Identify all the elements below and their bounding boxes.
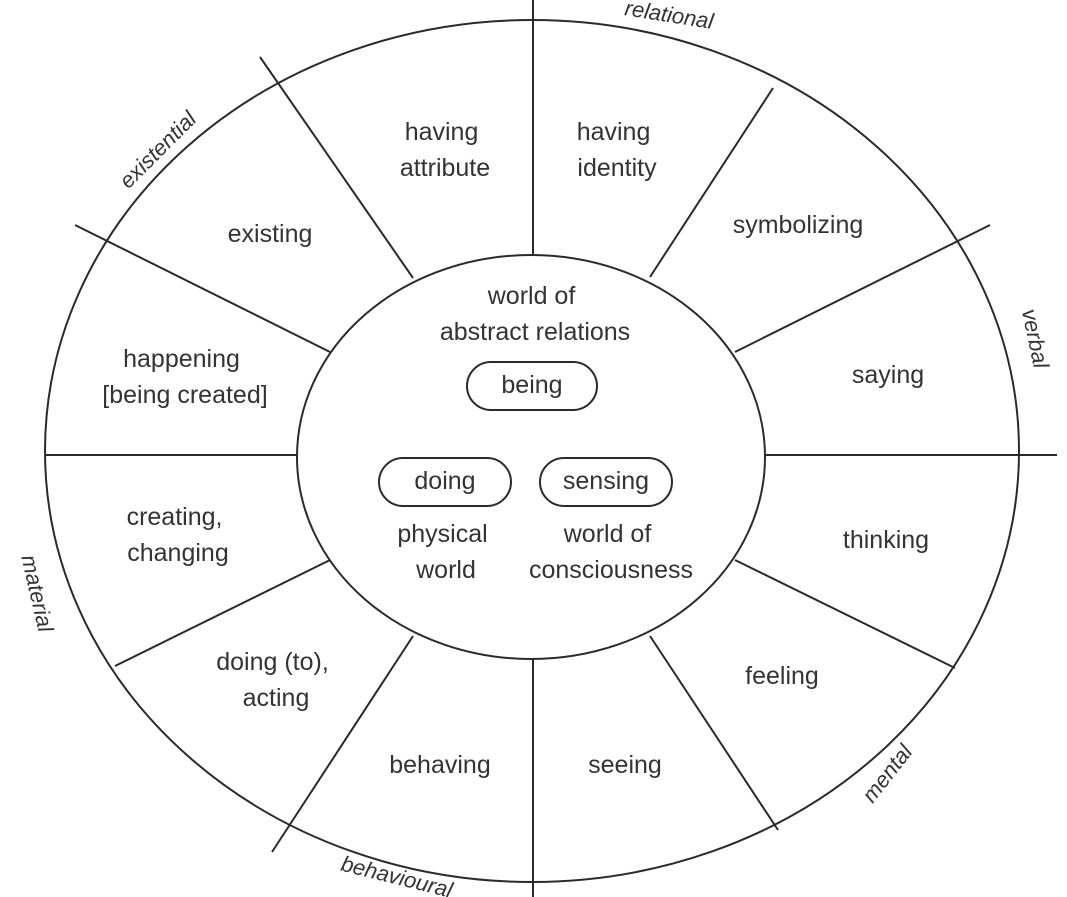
segment-happening: happening [being created] — [102, 345, 267, 409]
inner-circle — [296, 254, 766, 660]
segment-having-attribute: having attribute — [400, 118, 490, 182]
category-existential: existential — [114, 105, 202, 193]
divider-line — [74, 224, 331, 353]
segment-thinking: thinking — [843, 526, 929, 554]
divider-line — [271, 635, 414, 853]
segment-behaving: behaving — [389, 751, 490, 779]
segment-creating: creating, changing — [127, 503, 230, 567]
segment-having-identity: having identity — [577, 118, 658, 182]
divider-line — [734, 224, 991, 353]
center-physical-world: physical world — [397, 520, 494, 584]
divider-line — [114, 559, 331, 667]
sensing-pill — [539, 457, 673, 507]
category-relational: relational — [623, 0, 716, 34]
divider-line — [649, 635, 779, 831]
category-behavioural: behavioural — [339, 851, 456, 897]
segment-feeling: feeling — [745, 662, 819, 690]
segment-seeing: seeing — [588, 751, 662, 779]
center-world-of-consciousness: world of consciousness — [529, 520, 693, 584]
center-being: being — [501, 371, 562, 399]
center-abstract-relations: world of abstract relations — [440, 282, 630, 346]
center-sensing: sensing — [563, 467, 649, 495]
divider-line — [259, 56, 414, 279]
divider-lines — [45, 0, 1057, 897]
category-mental: mental — [857, 739, 918, 807]
segment-saying: saying — [852, 361, 924, 389]
center-doing: doing — [414, 467, 475, 495]
doing-pill — [378, 457, 512, 507]
category-material: material — [16, 552, 58, 635]
segment-existing: existing — [228, 220, 313, 248]
segment-doing-to: doing (to), acting — [216, 648, 336, 712]
segment-symbolizing: symbolizing — [733, 211, 864, 239]
being-pill — [466, 361, 598, 411]
divider-line — [649, 87, 774, 278]
divider-line — [734, 559, 956, 669]
category-verbal: verbal — [1017, 307, 1054, 372]
